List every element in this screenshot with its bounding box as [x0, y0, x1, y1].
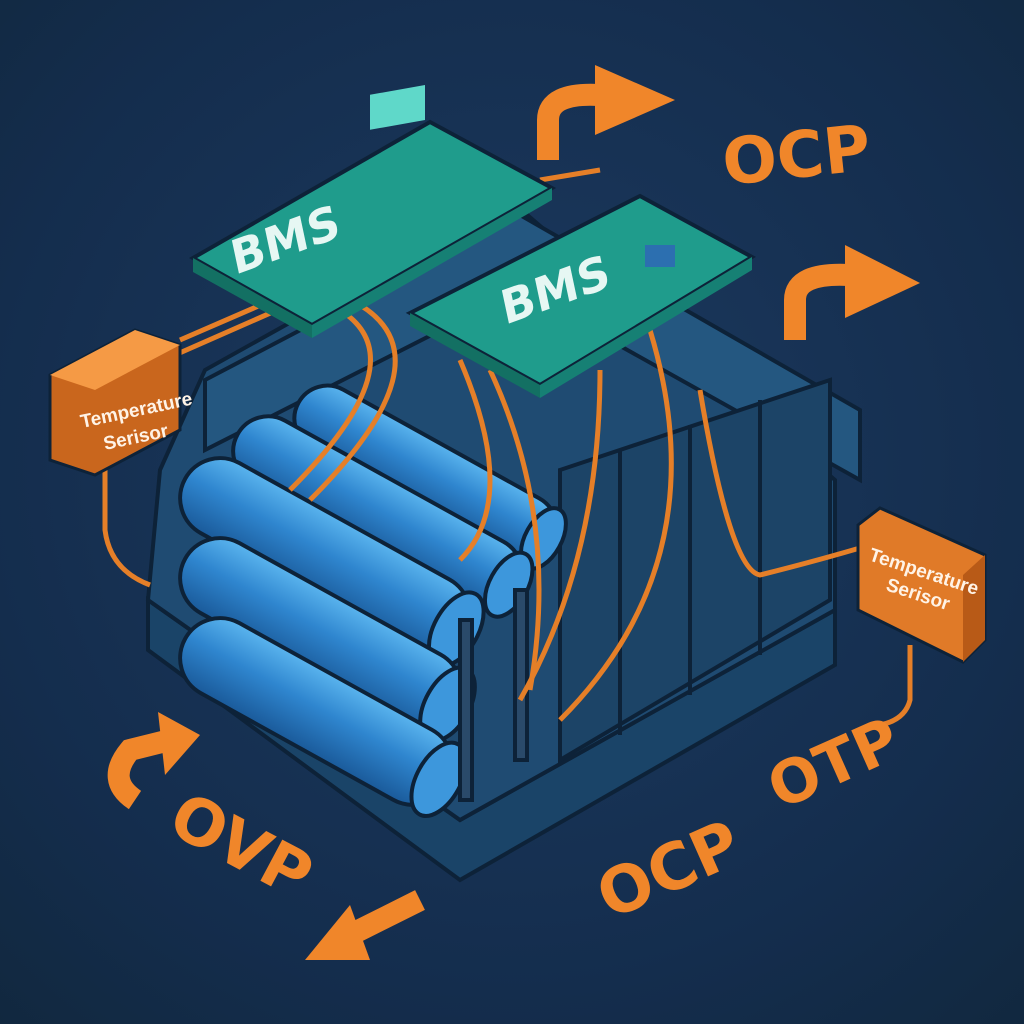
battery-cells	[178, 383, 568, 818]
ocp-label-top: OCP	[719, 112, 874, 201]
chip	[370, 85, 425, 130]
bms-board-2: BMS	[405, 193, 757, 398]
arrow-icon	[784, 263, 851, 340]
bus-bar	[513, 588, 529, 762]
chip	[645, 245, 675, 267]
arrow-head-icon	[158, 712, 200, 775]
arrow-icon	[537, 83, 601, 160]
arrow-head-icon	[845, 245, 920, 318]
bus-bar	[458, 618, 474, 802]
temperature-sensor-right: Temperature Serisor	[856, 506, 987, 664]
arrow-head-icon	[595, 65, 675, 135]
wires	[102, 167, 913, 728]
arrow-icon	[107, 729, 173, 810]
arrow-head-icon	[305, 905, 370, 960]
cell	[292, 383, 568, 571]
ocp-label-bottom: OCP	[586, 807, 752, 935]
otp-label: OTP	[758, 704, 911, 823]
ovp-label: OVP	[157, 779, 323, 914]
bms-board-1: BMS	[188, 85, 557, 338]
